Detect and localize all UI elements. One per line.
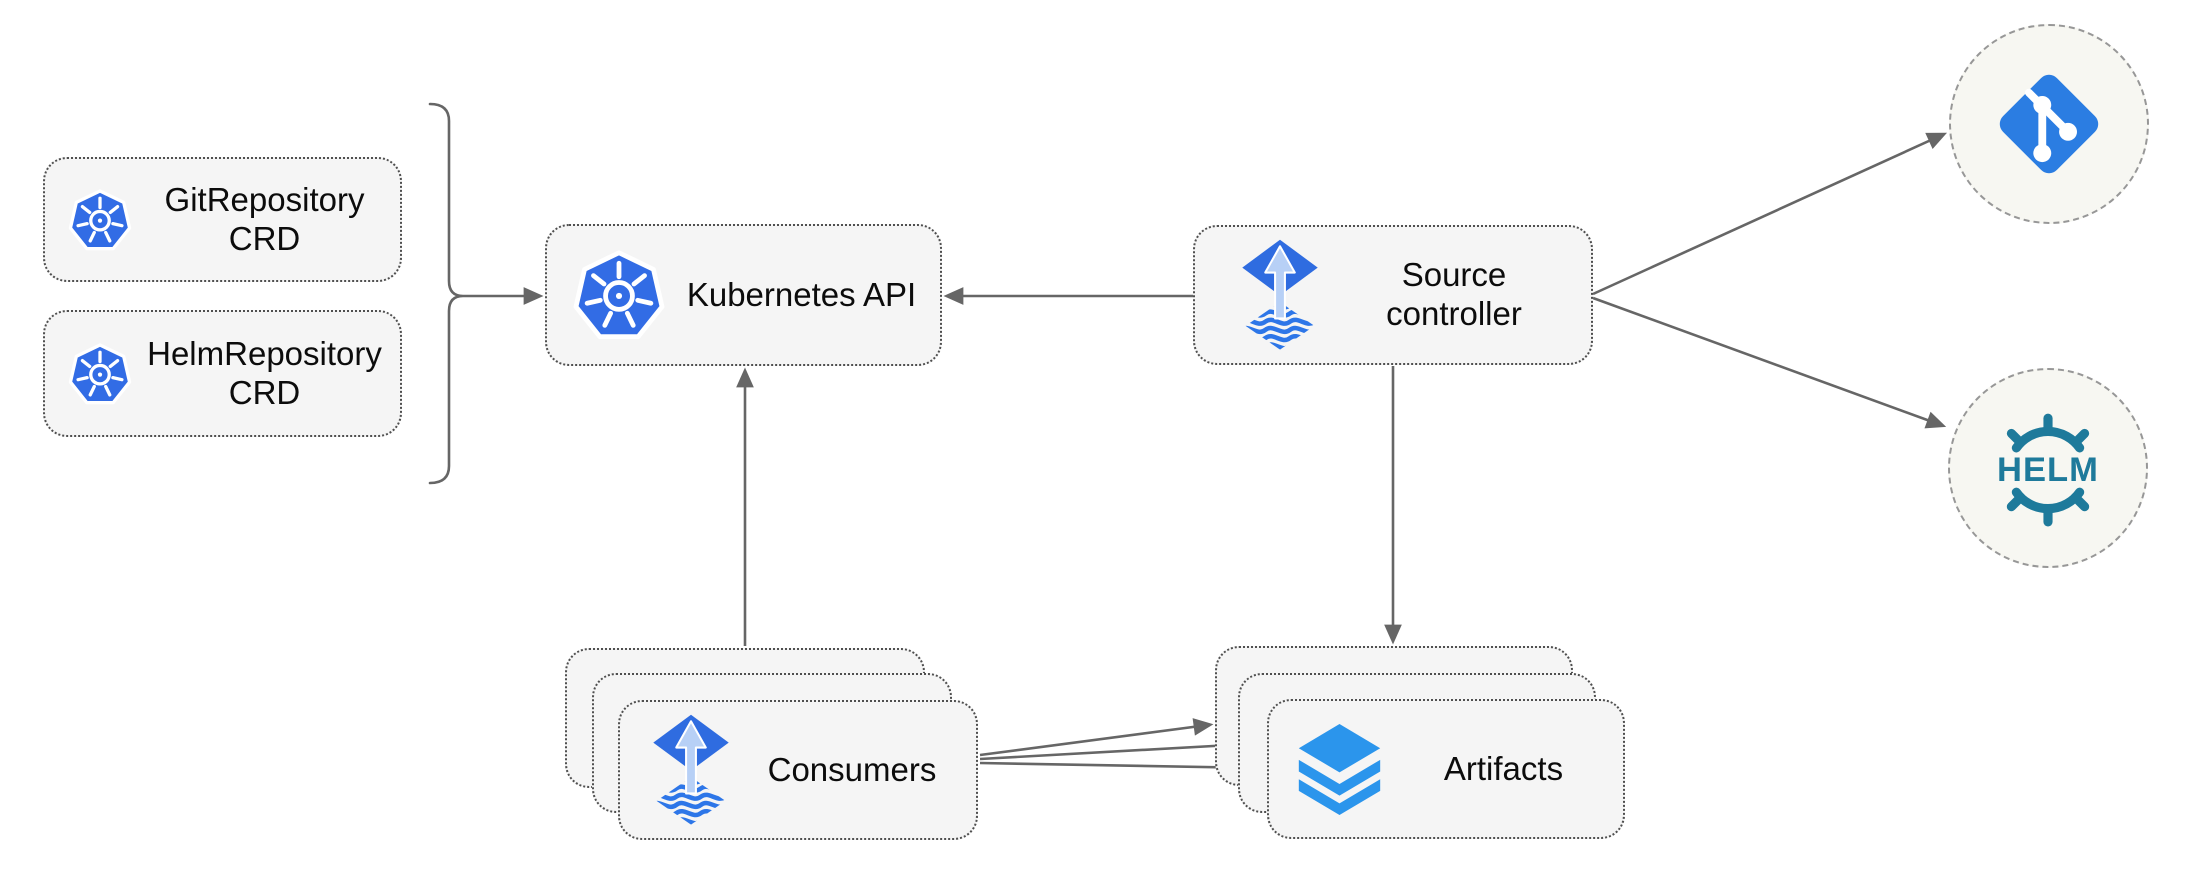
flux-icon [1239,238,1321,353]
node-git-remote[interactable] [1949,24,2149,224]
edge-consumers-to-artifacts-2 [979,736,1237,761]
kubernetes-icon [571,247,667,343]
node-helm-remote[interactable] [1948,368,2148,568]
git-icon [1993,68,2105,180]
kubernetes-icon [67,341,133,407]
node-artifacts[interactable]: Artifacts [1267,699,1625,839]
layers-icon [1291,723,1388,816]
crd-group-bracket [428,102,464,485]
flux-icon [650,713,732,828]
node-helmrepository-crd-label: HelmRepository CRD [147,334,382,411]
kubernetes-icon [67,187,133,253]
edge-consumers-to-artifacts-1 [979,718,1214,757]
node-kubernetes-api[interactable]: Kubernetes API [545,224,942,366]
node-source-controller[interactable]: Source controller [1193,225,1593,365]
node-artifacts-label: Artifacts [1443,749,1564,787]
node-gitrepository-crd[interactable]: GitRepository CRD [43,157,402,282]
node-helmrepository-crd[interactable]: HelmRepository CRD [43,310,402,437]
node-consumers[interactable]: Consumers [618,700,978,840]
edge-source-controller-to-git-remote [1592,132,1948,296]
helm-icon [1987,407,2109,529]
node-consumers-label: Consumers [767,750,937,788]
node-kubernetes-api-label: Kubernetes API [686,275,917,313]
edge-source-controller-to-helm-remote [1592,296,1947,429]
edge-consumers-to-artifacts-3 [979,758,1266,777]
node-gitrepository-crd-label: GitRepository CRD [164,180,365,257]
node-source-controller-label: Source controller [1386,256,1522,332]
